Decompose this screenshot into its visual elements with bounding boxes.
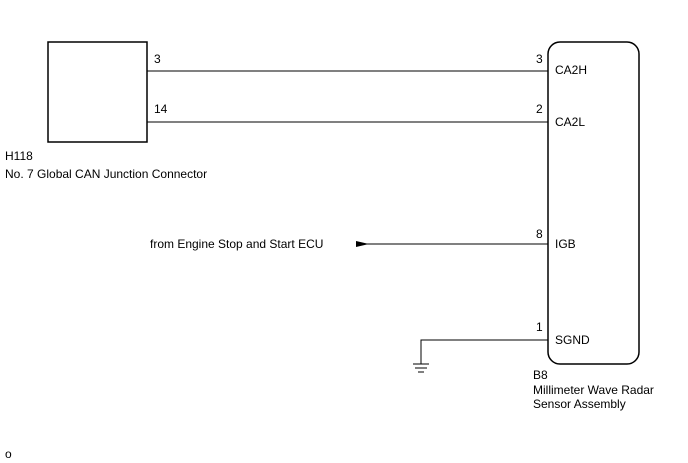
- radar-sensor-box: [547, 41, 640, 365]
- footer-mark: o: [5, 447, 12, 461]
- right-pin-2-number: 2: [536, 102, 543, 116]
- left-pin-3-number: 3: [154, 52, 161, 66]
- radar-sensor-code: B8: [533, 368, 548, 382]
- junction-connector-name: No. 7 Global CAN Junction Connector: [5, 167, 207, 181]
- pin-label-ca2l: CA2L: [555, 115, 585, 129]
- input-source-label: from Engine Stop and Start ECU: [150, 237, 323, 251]
- left-pin-14-number: 14: [154, 102, 168, 116]
- right-pin-3-number: 3: [536, 52, 543, 66]
- pin-label-igb: IGB: [555, 237, 576, 251]
- radar-sensor-name-line1: Millimeter Wave Radar: [533, 383, 654, 397]
- junction-connector-box: [47, 41, 148, 143]
- arrow-right-icon: [356, 241, 369, 247]
- radar-sensor-name-line2: Sensor Assembly: [533, 397, 626, 411]
- ground-icon: [413, 363, 429, 373]
- sgnd-wire: [420, 339, 548, 364]
- pin-label-sgnd: SGND: [555, 333, 590, 347]
- junction-connector-code: H118: [5, 149, 33, 163]
- right-pin-8-number: 8: [536, 227, 543, 241]
- right-pin-1-number: 1: [536, 320, 543, 334]
- pin-label-ca2h: CA2H: [555, 63, 587, 77]
